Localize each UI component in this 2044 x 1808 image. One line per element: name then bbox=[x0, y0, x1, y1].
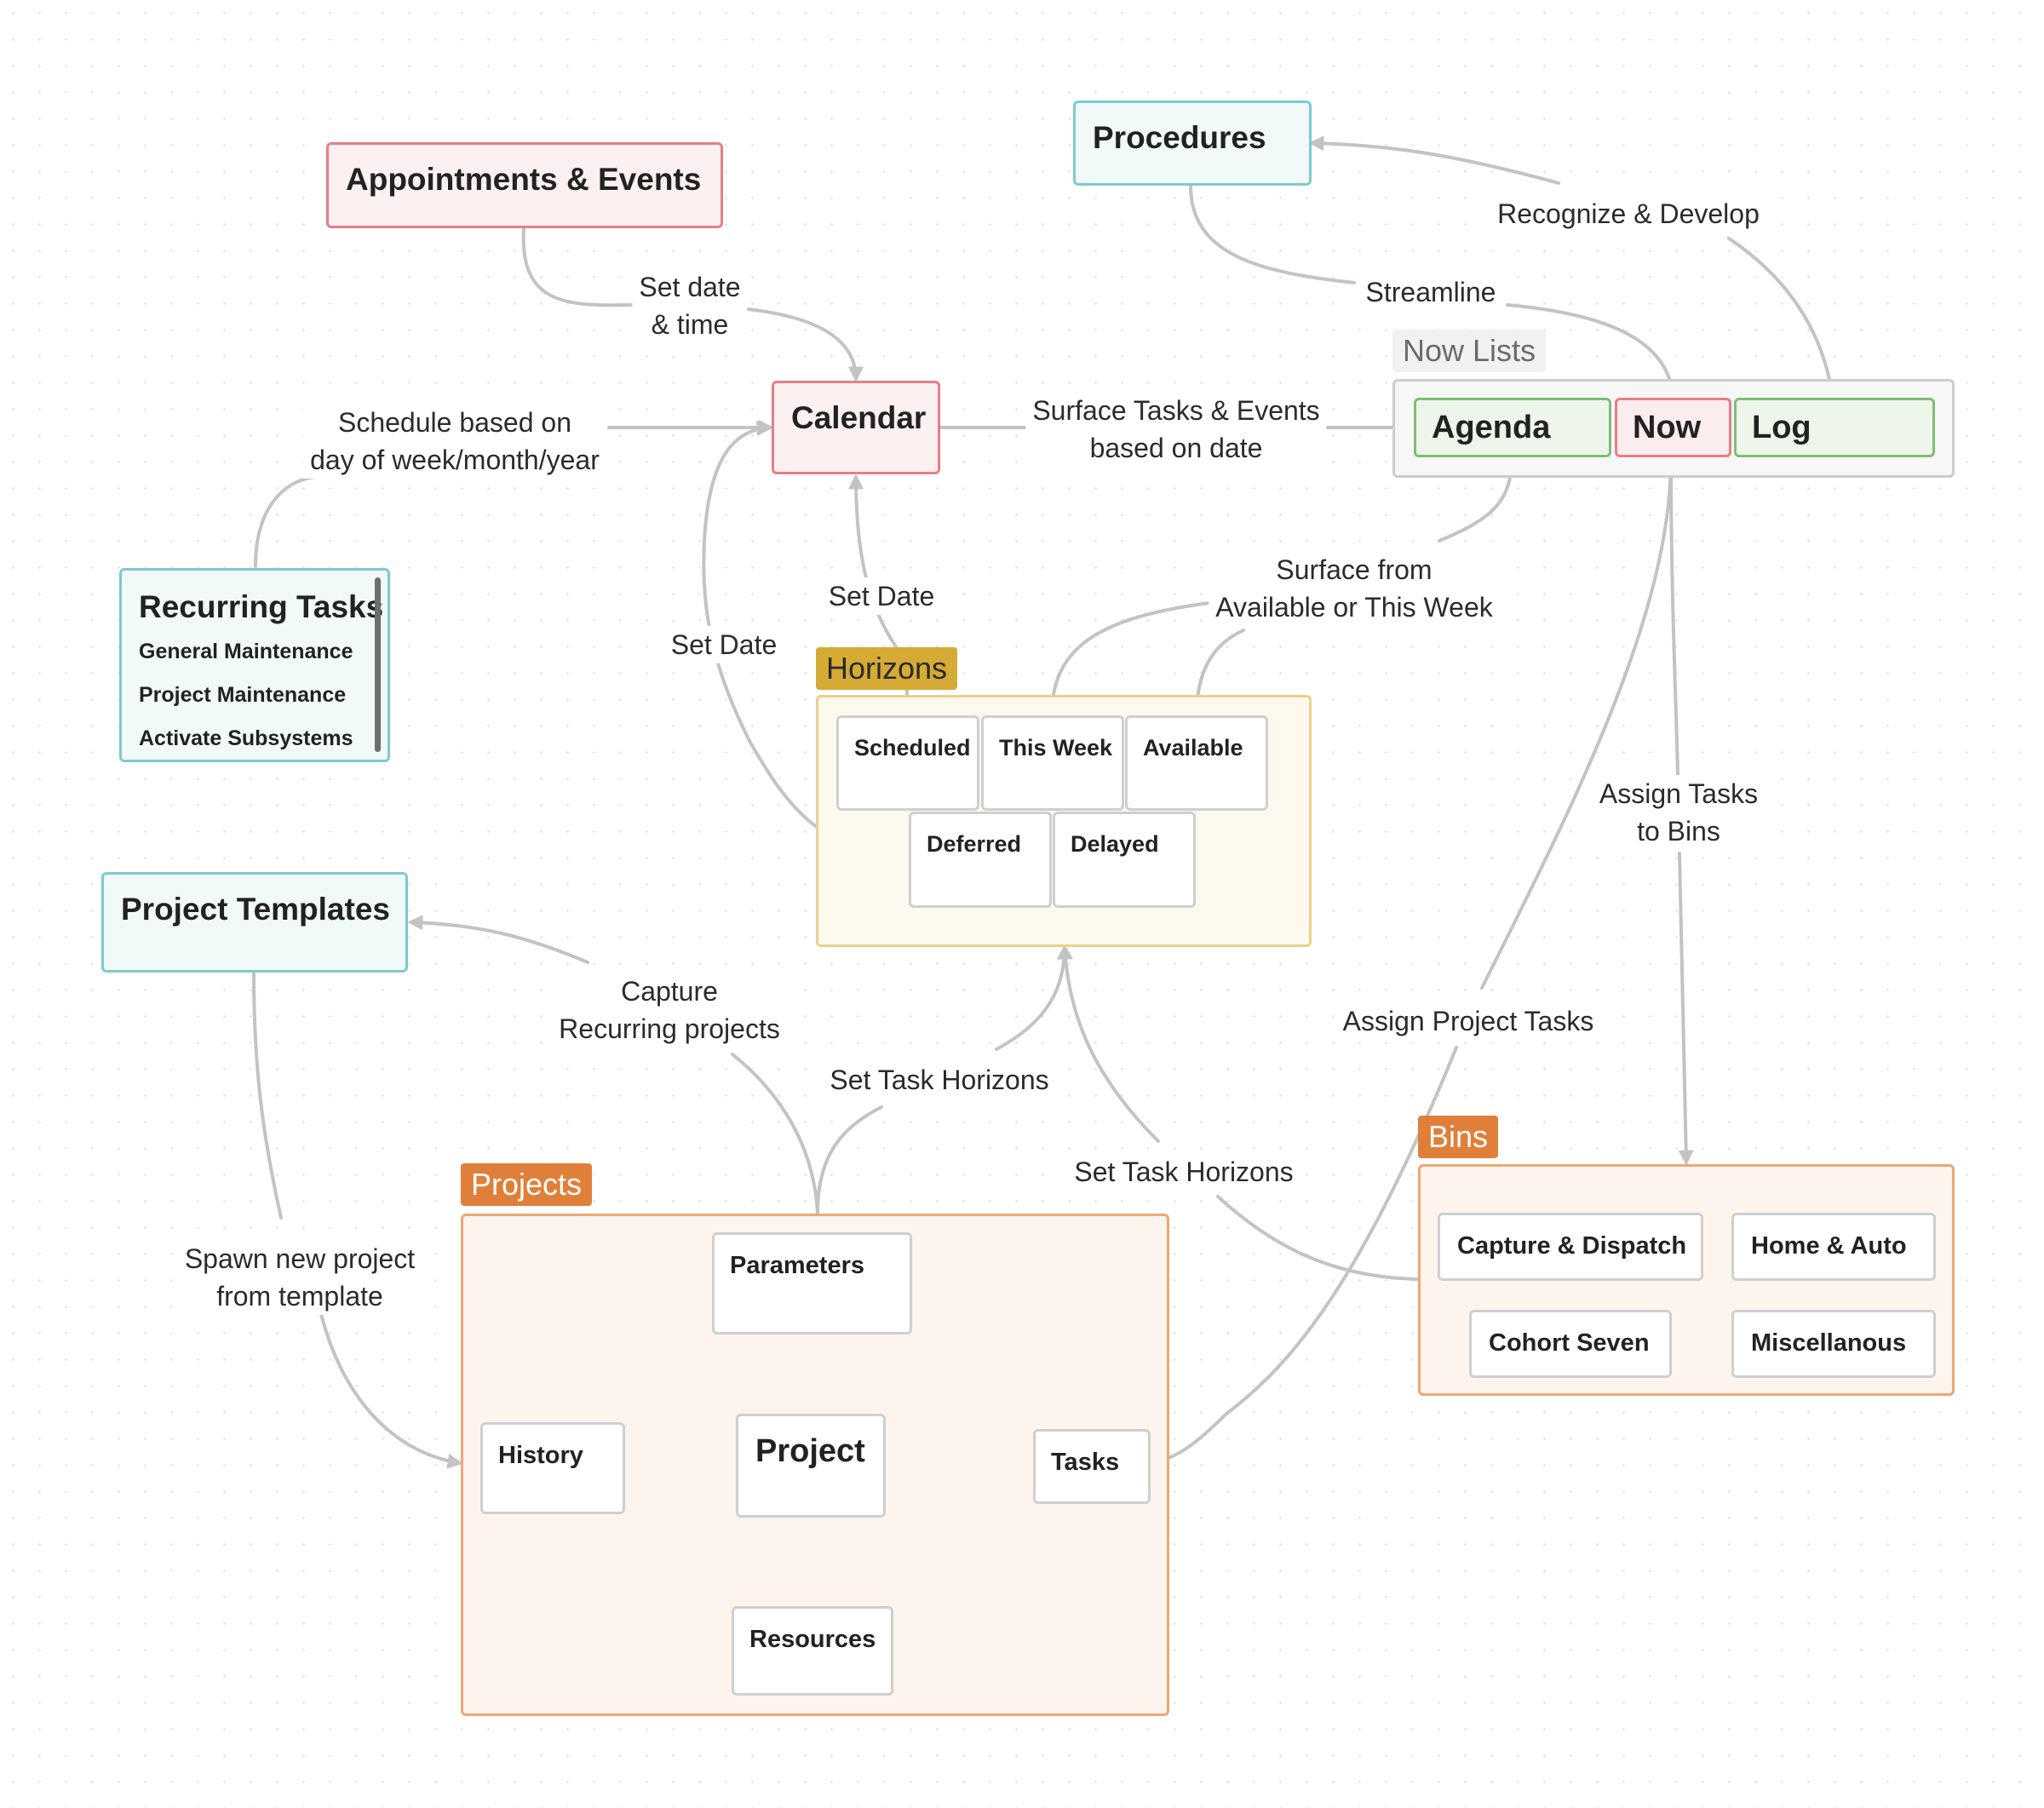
recurring-tasks-title: Recurring Tasks bbox=[139, 589, 384, 624]
label-streamline: Streamline bbox=[1358, 273, 1503, 311]
label-set-task-horizons-bins: Set Task Horizons bbox=[1067, 1153, 1300, 1191]
project-parameters[interactable]: Parameters bbox=[712, 1232, 912, 1334]
edge-bins-to-horizons bbox=[1065, 947, 1420, 1281]
horizon-scheduled[interactable]: Scheduled bbox=[836, 715, 979, 811]
log-list[interactable]: Log bbox=[1734, 398, 1935, 457]
appointments-events-node[interactable]: Appointments & Events bbox=[326, 142, 723, 228]
bin-home-auto[interactable]: Home & Auto bbox=[1731, 1213, 1936, 1281]
label-assign-project-tasks: Assign Project Tasks bbox=[1335, 1002, 1601, 1040]
scrollbar[interactable] bbox=[375, 577, 381, 752]
horizon-delayed[interactable]: Delayed bbox=[1053, 812, 1196, 908]
horizon-this-week[interactable]: This Week bbox=[981, 715, 1124, 811]
project-resources[interactable]: Resources bbox=[732, 1606, 893, 1696]
label-recognize-develop: Recognize & Develop bbox=[1490, 195, 1766, 232]
project-tasks[interactable]: Tasks bbox=[1033, 1429, 1151, 1504]
procedures-node[interactable]: Procedures bbox=[1073, 100, 1312, 186]
now-list[interactable]: Now bbox=[1615, 398, 1731, 457]
now-lists-title: Now Lists bbox=[1392, 330, 1547, 372]
label-set-date-horizons: Set Date bbox=[821, 577, 942, 615]
recurring-item: General Maintenance bbox=[139, 640, 353, 663]
horizon-deferred[interactable]: Deferred bbox=[909, 812, 1052, 908]
projects-title: Projects bbox=[461, 1163, 593, 1206]
bin-capture-dispatch[interactable]: Capture & Dispatch bbox=[1438, 1213, 1703, 1281]
horizon-available[interactable]: Available bbox=[1125, 715, 1268, 811]
label-set-date-time: Set date& time bbox=[632, 268, 748, 343]
project-templates-node[interactable]: Project Templates bbox=[101, 872, 408, 973]
calendar-node[interactable]: Calendar bbox=[772, 381, 940, 474]
edge-templates-to-projects bbox=[252, 972, 460, 1463]
bin-miscellanous[interactable]: Miscellanous bbox=[1731, 1310, 1936, 1378]
edge-now-to-tasks bbox=[1151, 456, 1673, 1463]
project-core[interactable]: Project bbox=[736, 1414, 886, 1518]
edge-recurring-to-calendar bbox=[254, 428, 771, 568]
label-set-task-horizons-projects: Set Task Horizons bbox=[823, 1061, 1056, 1099]
recurring-item: Project Maintenance bbox=[139, 683, 347, 707]
agenda-list[interactable]: Agenda bbox=[1414, 398, 1611, 457]
edge-now-to-bins bbox=[1669, 456, 1686, 1162]
edge-log-to-procedures bbox=[1312, 143, 1834, 400]
edge-deferred-to-calendar bbox=[702, 421, 910, 862]
project-history[interactable]: History bbox=[480, 1422, 625, 1514]
horizons-title: Horizons bbox=[816, 647, 958, 690]
bins-title: Bins bbox=[1418, 1116, 1499, 1158]
bin-cohort-seven[interactable]: Cohort Seven bbox=[1469, 1310, 1672, 1378]
recurring-tasks-node[interactable]: Recurring Tasks General Maintenance Proj… bbox=[119, 568, 390, 762]
edge-projects-to-templates bbox=[411, 922, 819, 1215]
label-set-date-deferred: Set Date bbox=[663, 626, 784, 663]
recurring-item: Activate Subsystems bbox=[139, 726, 353, 750]
